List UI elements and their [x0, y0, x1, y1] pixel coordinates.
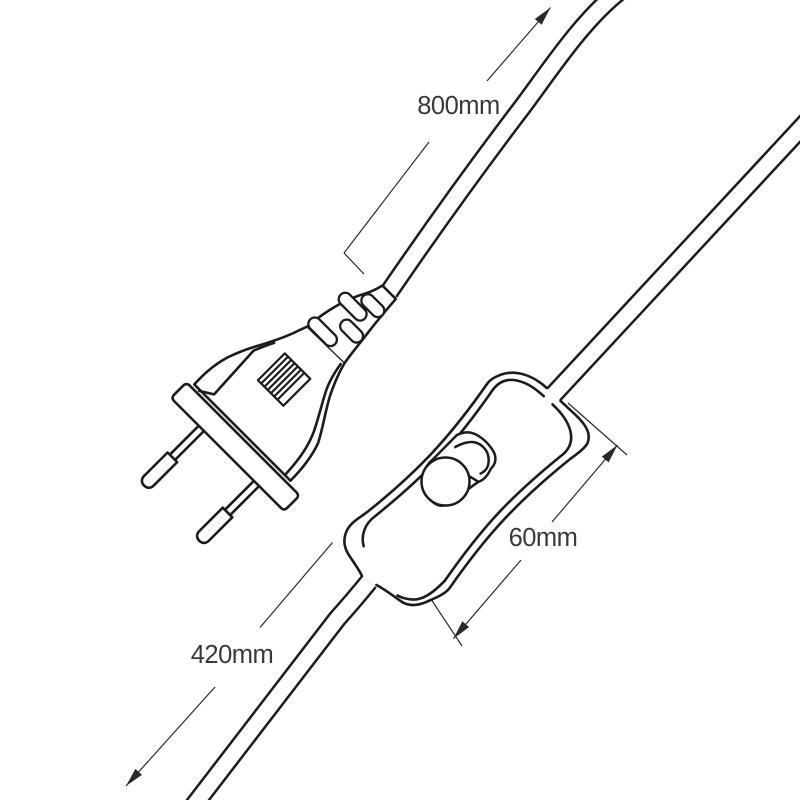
svg-text:420mm: 420mm [191, 641, 274, 669]
svg-text:60mm: 60mm [509, 524, 578, 552]
svg-text:800mm: 800mm [417, 92, 500, 120]
